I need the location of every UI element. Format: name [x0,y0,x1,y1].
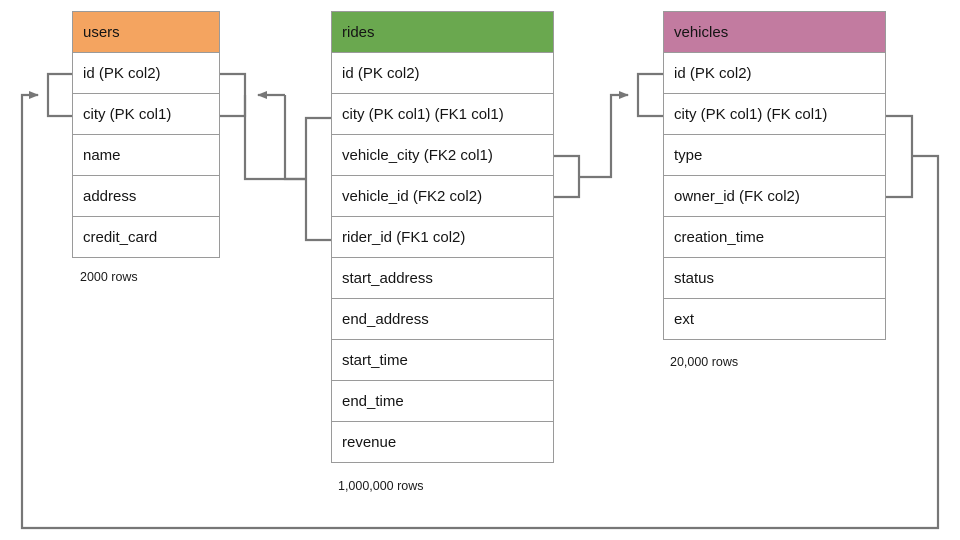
vehicles-right-bracket [886,114,914,199]
column-label: owner_id (FK col2) [674,187,800,205]
users-left-bracket [46,72,72,118]
users-right-bracket [220,72,247,118]
table-vehicles[interactable]: vehicles id (PK col2) city (PK col1) (FK… [663,11,886,340]
table-vehicles-row-city[interactable]: city (PK col1) (FK col1) [663,94,886,135]
table-rides-title: rides [342,23,375,41]
wire-vehicles-fk-to-users [20,91,940,530]
column-label: id (PK col2) [83,64,161,82]
column-label: revenue [342,433,397,451]
table-vehicles-row-count: 20,000 rows [670,355,739,369]
table-rides-row-vehicle-id[interactable]: vehicle_id (FK2 col2) [331,176,554,217]
table-rides-row-id[interactable]: id (PK col2) [331,53,554,94]
table-rides-row-start-time[interactable]: start_time [331,340,554,381]
table-rides-row-start-address[interactable]: start_address [331,258,554,299]
column-label: name [83,146,121,164]
table-users-title: users [83,23,120,41]
table-rides-row-end-address[interactable]: end_address [331,299,554,340]
table-vehicles-row-ext[interactable]: ext [663,299,886,340]
table-users-row-credit-card[interactable]: credit_card [72,217,220,258]
column-label: type [674,146,703,164]
column-label: start_address [342,269,433,287]
table-users-row-id[interactable]: id (PK col2) [72,53,220,94]
rides-right-bracket [554,154,581,199]
table-rides-row-city[interactable]: city (PK col1) (FK1 col1) [331,94,554,135]
table-vehicles-title: vehicles [674,23,729,41]
column-label: city (PK col1) (FK col1) [674,105,828,123]
column-label: credit_card [83,228,158,246]
column-label: start_time [342,351,408,369]
column-label: id (PK col2) [342,64,420,82]
column-label: vehicle_city (FK2 col1) [342,146,493,164]
table-rides-row-vehicle-city[interactable]: vehicle_city (FK2 col1) [331,135,554,176]
rides-left-bracket [304,116,331,242]
table-vehicles-row-status[interactable]: status [663,258,886,299]
table-vehicles-row-type[interactable]: type [663,135,886,176]
table-vehicles-row-owner-id[interactable]: owner_id (FK col2) [663,176,886,217]
table-users-row-name[interactable]: name [72,135,220,176]
column-label: end_address [342,310,429,328]
column-label: address [83,187,137,205]
wire-rides-fk1-to-users [243,95,306,181]
table-rides-header: rides [331,11,554,53]
column-label: creation_time [674,228,765,246]
table-rides-row-revenue[interactable]: revenue [331,422,554,463]
column-label: id (PK col2) [674,64,752,82]
wire-rides-fk1-link [283,95,306,181]
table-vehicles-row-id[interactable]: id (PK col2) [663,53,886,94]
column-label: end_time [342,392,404,410]
table-users-row-city[interactable]: city (PK col1) [72,94,220,135]
table-rides-row-end-time[interactable]: end_time [331,381,554,422]
table-vehicles-header: vehicles [663,11,886,53]
column-label: rider_id (FK1 col2) [342,228,466,246]
table-rides-row-rider-id[interactable]: rider_id (FK1 col2) [331,217,554,258]
wire-rides-fk2-to-vehicles [579,91,629,179]
table-users-row-address[interactable]: address [72,176,220,217]
vehicles-left-bracket [636,72,663,118]
column-label: ext [674,310,695,328]
table-rides-row-count: 1,000,000 rows [338,479,424,493]
table-users-row-count: 2000 rows [80,270,138,284]
column-label: city (PK col1) (FK1 col1) [342,105,504,123]
column-label: vehicle_id (FK2 col2) [342,187,483,205]
column-label: city (PK col1) [83,105,172,123]
column-label: status [674,269,715,287]
table-users[interactable]: users id (PK col2) city (PK col1) name a… [72,11,220,258]
table-users-header: users [72,11,220,53]
table-rides[interactable]: rides id (PK col2) city (PK col1) (FK1 c… [331,11,554,463]
table-vehicles-row-creation-time[interactable]: creation_time [663,217,886,258]
